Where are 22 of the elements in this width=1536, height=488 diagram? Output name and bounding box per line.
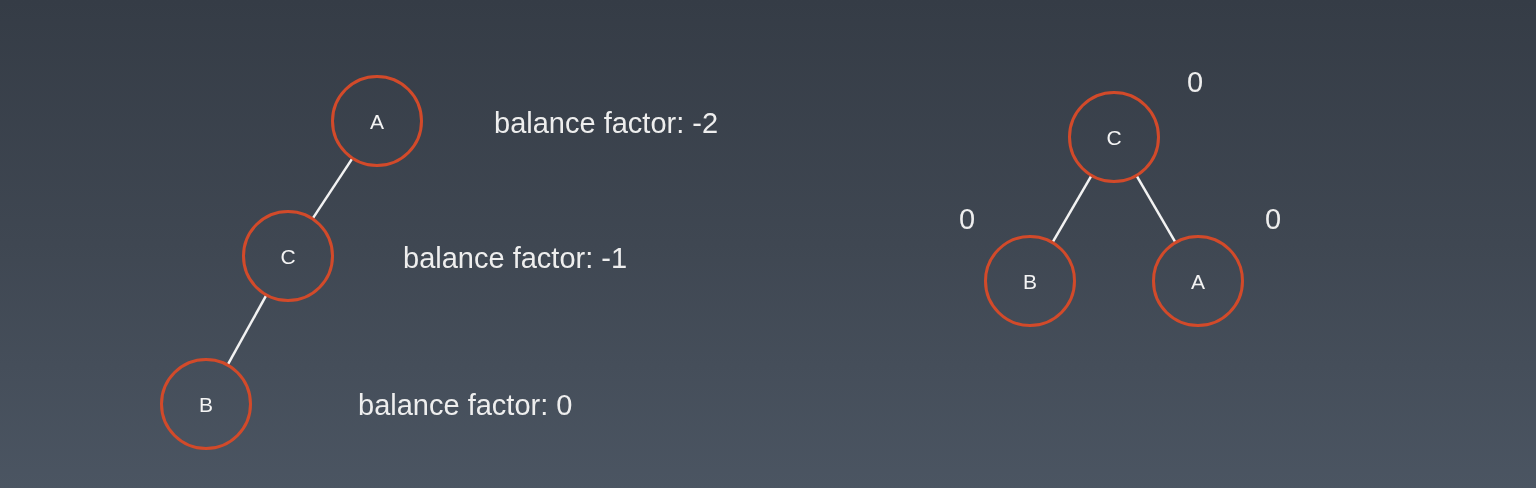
node-circle xyxy=(1068,91,1160,183)
tree-edge xyxy=(1051,175,1093,243)
node-label: B xyxy=(1023,270,1037,292)
node-label: A xyxy=(370,110,384,132)
tree-edge xyxy=(226,294,268,366)
balance-factor-label: balance factor: -2 xyxy=(494,108,719,138)
node-label: B xyxy=(199,393,213,415)
balance-factor-label: 0 xyxy=(1187,67,1204,97)
node-label: C xyxy=(1106,126,1122,148)
node-circle xyxy=(331,75,423,167)
node-label: A xyxy=(1191,270,1205,292)
tree-edge xyxy=(311,157,354,220)
balance-factor-label: 0 xyxy=(959,204,976,234)
node-label: C xyxy=(280,245,296,267)
node-circle xyxy=(1152,235,1244,327)
node-circle xyxy=(984,235,1076,327)
balance-factor-label: balance factor: -1 xyxy=(403,243,628,273)
balance-factor-label: balance factor: 0 xyxy=(358,390,573,420)
balance-factor-label: 0 xyxy=(1265,204,1282,234)
tree-edge xyxy=(1135,175,1177,243)
node-circle xyxy=(160,358,252,450)
node-circle xyxy=(242,210,334,302)
